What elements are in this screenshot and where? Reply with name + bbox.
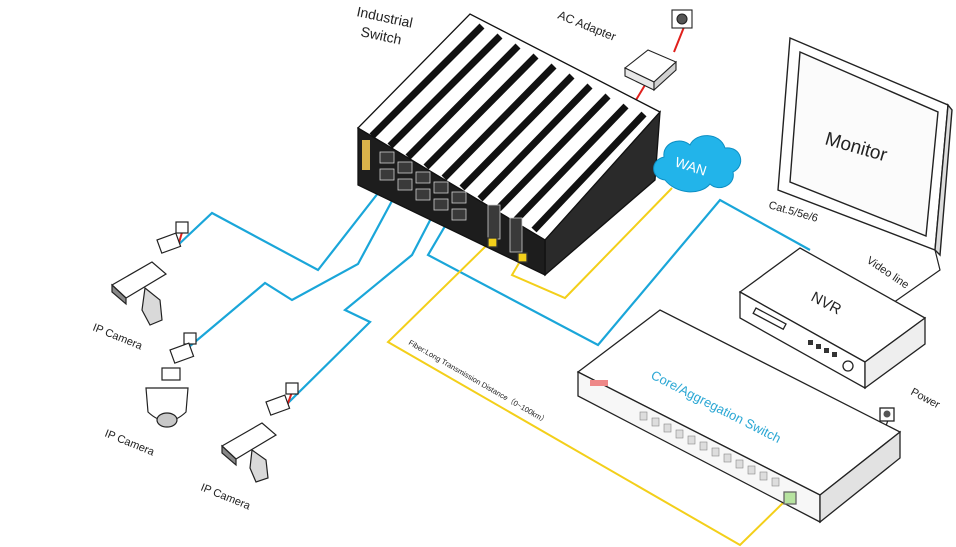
wan-cloud	[653, 135, 742, 193]
nvr-buttons	[808, 340, 837, 357]
cloud-icon	[653, 135, 742, 193]
core-uplink-port	[783, 491, 797, 505]
ac-adapter	[623, 9, 693, 92]
video-line-label: Video line	[864, 255, 911, 292]
fiber-cables	[386, 187, 787, 547]
cable-switch-nvr	[426, 198, 811, 347]
ip-camera-2-label: IP Camera	[103, 428, 157, 459]
camera3-mount	[249, 448, 269, 483]
switch-ports	[379, 151, 523, 253]
core-switch-ports	[639, 411, 780, 487]
sfp-port-2	[517, 252, 528, 263]
camera3-outlet-icon	[285, 382, 299, 395]
cable-camera2-switch	[182, 185, 401, 353]
nvr	[738, 247, 927, 390]
fiber-wan-link	[510, 187, 673, 300]
core-switch-side	[819, 430, 901, 524]
cable-camera1-switch	[177, 187, 383, 272]
camera1-mount	[141, 286, 163, 326]
monitor	[777, 36, 953, 257]
ac-adapter-label: AC Adapter	[556, 8, 618, 44]
nvr-side	[864, 316, 926, 390]
cable-camera3-switch	[285, 204, 439, 406]
fiber-label: Fiber:Long Transmission Distance（0~100km…	[407, 338, 550, 426]
ip-camera-3-label: IP Camera	[199, 482, 253, 513]
ethernet-cables	[177, 185, 811, 406]
video-line-cable	[889, 249, 941, 306]
power-label: Power	[909, 386, 942, 411]
camera1-outlet-icon	[175, 221, 189, 234]
ip-camera-1-label: IP Camera	[91, 322, 145, 353]
monitor-screen	[789, 50, 939, 237]
heatsink-fins	[369, 23, 647, 233]
core-aggregation-switch	[576, 309, 902, 524]
ip-camera-1	[110, 221, 189, 326]
fiber-long-distance	[386, 241, 787, 547]
ip-camera-3	[220, 382, 299, 483]
camera2-outlet-icon	[183, 332, 197, 345]
sfp-port-1	[487, 237, 498, 248]
industrial-switch	[356, 13, 662, 277]
switch-front-label-strip	[362, 140, 370, 170]
ip-camera-2	[145, 332, 197, 428]
